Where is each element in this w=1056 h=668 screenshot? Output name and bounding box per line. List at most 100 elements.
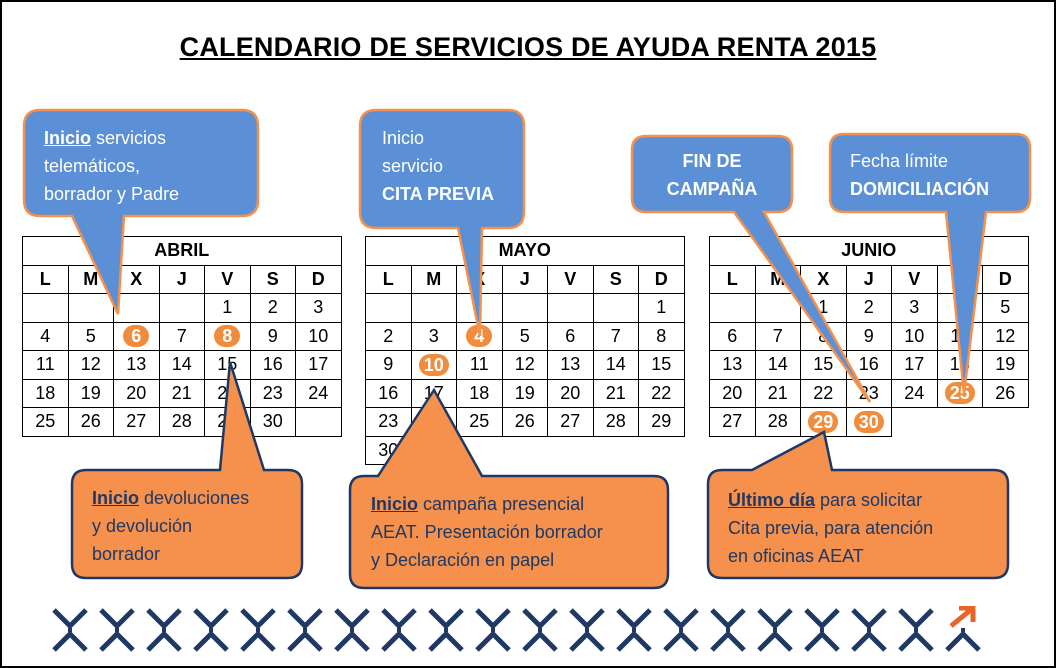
logo-chevron-icon [898,608,934,652]
logo-chevron-icon [663,608,699,652]
callout-ultimo-dia [706,430,1010,580]
day-cell: 10 [891,321,938,351]
callout-domiciliacion-text: Fecha límite DOMICILIACIÓN [850,147,989,203]
callout-fin-campana-text: FIN DE CAMPAÑA [632,147,792,203]
callout-domiciliacion [828,132,1032,395]
day-cell: 28 [158,407,205,437]
callout-telematic [22,108,260,315]
highlighted-day: 10 [418,353,449,376]
callout-ultimo-dia-text: Último día para solicitar Cita previa, p… [728,486,933,570]
logo-chevron-icon [52,608,88,652]
logo-chevron-icon [193,608,229,652]
logo-chevron-icon [240,608,276,652]
logo-chevron-icon [99,608,135,652]
day-cell: 11 [22,350,69,380]
day-cell [158,293,205,323]
logo-chevron-icon [475,608,511,652]
day-cell [113,293,160,323]
weekday-header: V [204,264,251,294]
day-cell: 25 [22,407,69,437]
day-cell [501,293,548,323]
logo-chevron-icon [851,608,887,652]
month-name: ABRIL [22,236,342,266]
day-cell: 20 [547,378,594,408]
highlighted-day: 4 [466,325,493,348]
logo-chevron-icon [804,608,840,652]
day-cell [410,293,457,323]
day-cell: 3 [891,293,938,323]
day-cell: 2 [845,293,892,323]
day-cell: 23 [845,378,892,408]
callout-telematic-text: Inicio servicios telemáticos, borrador y… [44,124,179,208]
logo-chevron-icon [334,608,370,652]
day-cell: 19 [67,378,114,408]
callout-line: servicios [91,128,167,148]
callout-presencial [348,387,670,590]
day-cell: 13 [113,350,160,380]
day-cell: 29 [800,407,847,437]
logo-chevron-icon [710,608,746,652]
day-cell: 10 [410,350,457,380]
weekday-header: S [592,264,639,294]
callout-lead: Último día [728,490,816,510]
callout-line: AEAT. Presentación borrador [371,522,603,542]
day-cell: 1 [204,293,251,323]
day-cell: 19 [501,378,548,408]
day-cell: 28 [754,407,801,437]
day-cell: 18 [456,378,503,408]
day-cell: 26 [67,407,114,437]
page-title: CALENDARIO DE SERVICIOS DE AYUDA RENTA 2… [179,32,877,62]
callout-line: CAMPAÑA [666,179,758,199]
logo-chevron-icon [945,606,981,652]
day-cell: 21 [754,378,801,408]
calendar-junio: JUNIOLMXJVSD1234567891011121314151617181… [709,236,1029,437]
logo-chevron-icon [428,608,464,652]
day-cell: 24 [891,378,938,408]
day-cell: 6 [113,321,160,351]
weekday-header: D [982,264,1029,294]
day-cell [295,407,342,437]
callout-line: campaña presencial [418,494,585,514]
day-cell: 4 [22,321,69,351]
highlighted-day: 29 [808,410,839,433]
day-cell: 12 [501,350,548,380]
logo-chevron-icon [757,608,793,652]
callout-devoluciones-text: Inicio devoluciones y devolución borrado… [92,484,249,568]
day-cell: 25 [456,407,503,437]
callout-line: telemáticos, [44,156,141,176]
day-cell: 3 [295,293,342,323]
day-cell: 20 [709,378,756,408]
day-cell: 5 [67,321,114,351]
weekday-header: D [295,264,342,294]
day-cell: 6 [709,321,756,351]
callout-lead: Inicio [371,494,419,514]
aeat-logo-icon [52,606,981,652]
day-cell: 13 [547,350,594,380]
callout-cita-previa [358,108,526,337]
day-cell: 27 [709,407,756,437]
callout-line: en oficinas AEAT [728,546,864,566]
calendar-mayo: MAYOLMXJVSD12345678910111213141516171819… [365,236,685,465]
weekday-header: L [709,264,756,294]
day-cell: 30 [845,407,892,437]
day-cell: 8 [638,321,685,351]
day-cell: 7 [754,321,801,351]
callout-line: CITA PREVIA [382,184,495,204]
day-cell [754,293,801,323]
callout-line: borrador [92,544,161,564]
logo-chevron-icon [146,608,182,652]
highlighted-day: 30 [853,410,884,433]
day-cell: 12 [982,321,1029,351]
day-cell: 30 [249,407,296,437]
weekday-header: S [249,264,296,294]
day-cell: 6 [547,321,594,351]
day-cell: 11 [456,350,503,380]
day-cell: 13 [709,350,756,380]
day-cell: 18 [22,378,69,408]
highlighted-day: 6 [123,325,150,348]
day-cell: 21 [592,378,639,408]
callout-line: y Declaración en papel [371,550,555,570]
